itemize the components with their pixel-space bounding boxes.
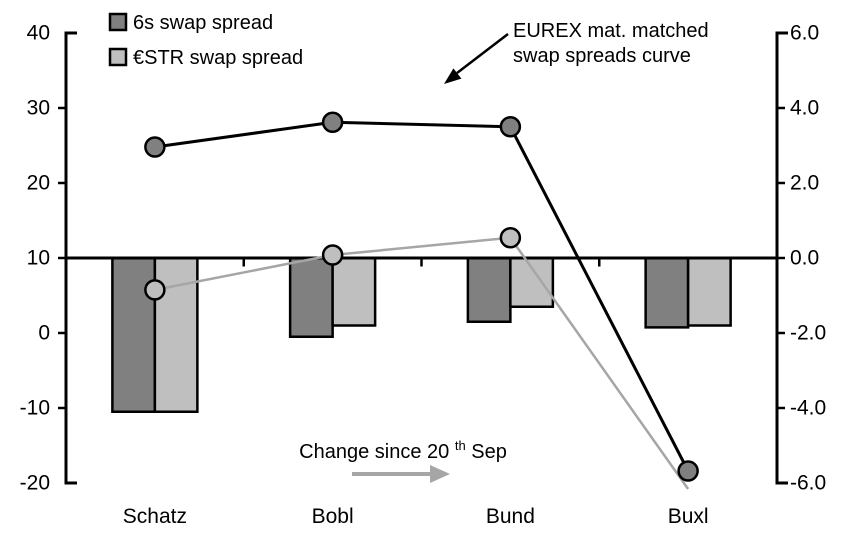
bar-schatz-s0: [111, 256, 157, 413]
right-axis-tick-label: -2.0: [790, 322, 826, 345]
bar-bund-s1: [509, 256, 555, 308]
bar-buxl-s1: [686, 256, 732, 327]
right-arrow-icon: [430, 465, 450, 483]
left-axis-tick-label: -10: [20, 397, 50, 420]
x-axis-label-bund: Bund: [486, 505, 535, 528]
curve-callout-text: EUREX mat. matched swap spreads curve: [513, 20, 714, 67]
x-axis-label-bobl: Bobl: [312, 505, 354, 528]
plot-area: 40 30 20 10 0 -10 -20 6.0 4.0 2.0 0.0 -2.0 -4.0 -6.0S…: [20, 22, 827, 529]
left-axis-tick-label: 20: [27, 172, 50, 195]
change-note-text: Change since 20 th Sep: [299, 433, 507, 463]
right-axis-tick-label: 6.0: [790, 22, 819, 45]
marker-bobl: [321, 244, 344, 266]
left-axis-tick-label: 30: [27, 97, 50, 120]
bar-bobl-s1: [331, 256, 377, 327]
marker-bund: [499, 227, 522, 249]
right-axis-tick-label: 4.0: [790, 97, 819, 120]
marker-schatz: [144, 279, 166, 301]
marker-bund: [499, 116, 522, 138]
left-axis-tick-label: 0: [38, 322, 50, 345]
right-axis-tick-label: 2.0: [790, 172, 819, 195]
line-series: [154, 236, 690, 490]
right-axis-tick-label: -4.0: [790, 397, 826, 420]
change-note: Change since 20 th Sep: [299, 433, 507, 483]
curve-callout: EUREX mat. matched swap spreads curve: [444, 20, 714, 84]
line-series: [154, 120, 690, 472]
change-note-superscript: th: [455, 438, 466, 453]
x-axis-label-schatz: Schatz: [123, 505, 187, 528]
x-axis-label-buxl: Buxl: [668, 505, 709, 528]
legend-swatch-estr: [108, 47, 128, 67]
callout-arrow-head-icon: [444, 68, 462, 84]
legend-label-estr: €STR swap spread: [133, 47, 303, 69]
marker-buxl: [677, 460, 699, 482]
right-axis-tick-label: 0.0: [790, 247, 819, 270]
legend: 6s swap spread €STR swap spread: [108, 12, 303, 69]
right-axis-tick-label: -6.0: [790, 472, 826, 495]
marker-schatz: [144, 136, 166, 158]
callout-arrow-shaft: [456, 33, 509, 74]
left-axis-tick-label: 40: [27, 22, 50, 45]
bar-buxl-s0: [644, 256, 690, 329]
left-axis-tick-label: -20: [20, 472, 50, 495]
bar-bund-s0: [466, 256, 512, 323]
legend-swatch-6s: [108, 12, 128, 32]
bar-bobl-s0: [288, 256, 334, 338]
legend-label-6s: 6s swap spread: [133, 12, 273, 34]
bar-schatz-s1: [153, 256, 199, 413]
left-axis-tick-label: 10: [27, 247, 50, 270]
marker-bobl: [321, 111, 344, 133]
